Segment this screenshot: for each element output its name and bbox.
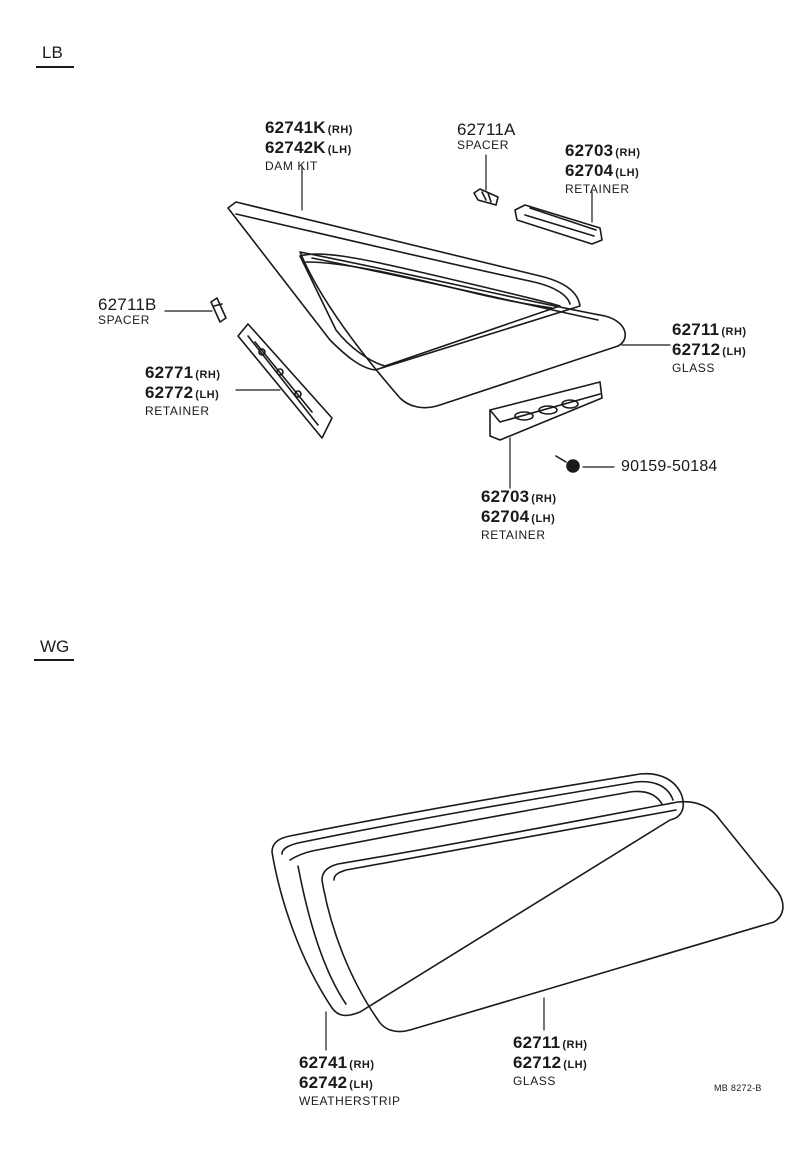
section-label-wg-underline xyxy=(34,659,74,661)
retainer-upper-right-shape xyxy=(514,204,603,245)
part-name: RETAINER xyxy=(565,182,630,196)
part-number-row: 62704(LH) xyxy=(481,508,557,528)
section-label-lb: LB xyxy=(42,43,63,62)
part-number: 62741 xyxy=(299,1053,348,1072)
part-name: WEATHERSTRIP xyxy=(299,1094,401,1108)
part-number-row: 62772(LH) xyxy=(145,384,221,404)
part-number: 62712 xyxy=(672,340,721,359)
section-label-wg: WG xyxy=(40,637,70,656)
part-number: 62771 xyxy=(145,363,194,382)
side-rh: (RH) xyxy=(327,124,353,136)
part-name: GLASS xyxy=(513,1074,557,1088)
lb-glass-shape xyxy=(299,251,627,409)
callout-retainer-upper-right: 62703(RH) 62704(LH) RETAINER xyxy=(565,142,641,196)
callout-retainer-left: 62771(RH) 62772(LH) RETAINER xyxy=(145,364,221,418)
side-lh: (LH) xyxy=(327,144,352,156)
part-number: 62704 xyxy=(481,507,530,526)
spacer-b-shape xyxy=(210,297,227,323)
spacer-a-shape xyxy=(473,188,499,206)
weatherstrip-shape xyxy=(271,772,685,1017)
part-name: GLASS xyxy=(672,361,716,375)
part-number: 62704 xyxy=(565,161,614,180)
part-number: 62712 xyxy=(513,1053,562,1072)
part-number-row: 62703(RH) xyxy=(481,488,557,508)
callout-spacer-b: 62711B SPACER xyxy=(98,296,157,327)
side-rh: (RH) xyxy=(195,369,221,381)
retainer-left-shape xyxy=(237,323,333,439)
retainer-lower-shape xyxy=(489,381,603,441)
part-number-row: 62742(LH) xyxy=(299,1074,401,1094)
part-name: SPACER xyxy=(457,138,510,152)
part-number: 62711 xyxy=(513,1033,561,1052)
part-number-row: 62741(RH) xyxy=(299,1054,401,1074)
part-number-row: 62711(RH) xyxy=(513,1034,588,1054)
part-number: 62703 xyxy=(481,487,530,506)
part-number-row: 62712(LH) xyxy=(672,341,747,361)
lb-leader-lines xyxy=(164,154,671,489)
callout-screw: 90159-50184 xyxy=(621,458,718,475)
part-number: 62741K xyxy=(265,118,326,137)
side-lh: (LH) xyxy=(349,1079,374,1091)
callout-lb-glass: 62711(RH) 62712(LH) GLASS xyxy=(672,321,747,375)
part-number-row: 62703(RH) xyxy=(565,142,641,162)
part-number-row: 62704(LH) xyxy=(565,162,641,182)
part-number: 62711A xyxy=(457,120,516,139)
side-lh: (LH) xyxy=(195,389,220,401)
part-number-row: 62712(LH) xyxy=(513,1054,588,1074)
part-number: 62711B xyxy=(98,295,157,314)
callout-wg-glass: 62711(RH) 62712(LH) GLASS xyxy=(513,1034,588,1088)
side-rh: (RH) xyxy=(531,493,557,505)
part-number-row: 62711(RH) xyxy=(672,321,747,341)
screw-shape xyxy=(555,455,580,473)
part-number: 62742 xyxy=(299,1073,348,1092)
wg-leader-lines xyxy=(325,997,545,1051)
dam-kit-frame xyxy=(227,201,581,371)
callout-spacer-a: 62711A SPACER xyxy=(457,121,516,152)
callout-weatherstrip: 62741(RH) 62742(LH) WEATHERSTRIP xyxy=(299,1054,401,1108)
part-number: 62742K xyxy=(265,138,326,157)
wg-glass-shape xyxy=(321,800,784,1033)
part-number-row: 62741K(RH) xyxy=(265,119,353,139)
drawing-code: MB 8272-B xyxy=(714,1083,762,1093)
side-rh: (RH) xyxy=(349,1059,375,1071)
part-number-row: 62771(RH) xyxy=(145,364,221,384)
callout-dam-kit: 62741K(RH) 62742K(LH) DAM KIT xyxy=(265,119,353,173)
side-rh: (RH) xyxy=(721,326,747,338)
side-lh: (LH) xyxy=(615,167,640,179)
part-name: RETAINER xyxy=(145,404,210,418)
part-name: RETAINER xyxy=(481,528,546,542)
side-lh: (LH) xyxy=(722,346,747,358)
part-number: 62711 xyxy=(672,320,720,339)
side-rh: (RH) xyxy=(615,147,641,159)
side-lh: (LH) xyxy=(563,1059,588,1071)
part-name: SPACER xyxy=(98,313,151,327)
side-lh: (LH) xyxy=(531,513,556,525)
part-number-row: 62742K(LH) xyxy=(265,139,353,159)
callout-retainer-lower: 62703(RH) 62704(LH) RETAINER xyxy=(481,488,557,542)
side-rh: (RH) xyxy=(562,1039,588,1051)
part-name: DAM KIT xyxy=(265,159,318,173)
section-label-lb-underline xyxy=(36,66,74,68)
part-number: 62772 xyxy=(145,383,194,402)
part-number: 62703 xyxy=(565,141,614,160)
